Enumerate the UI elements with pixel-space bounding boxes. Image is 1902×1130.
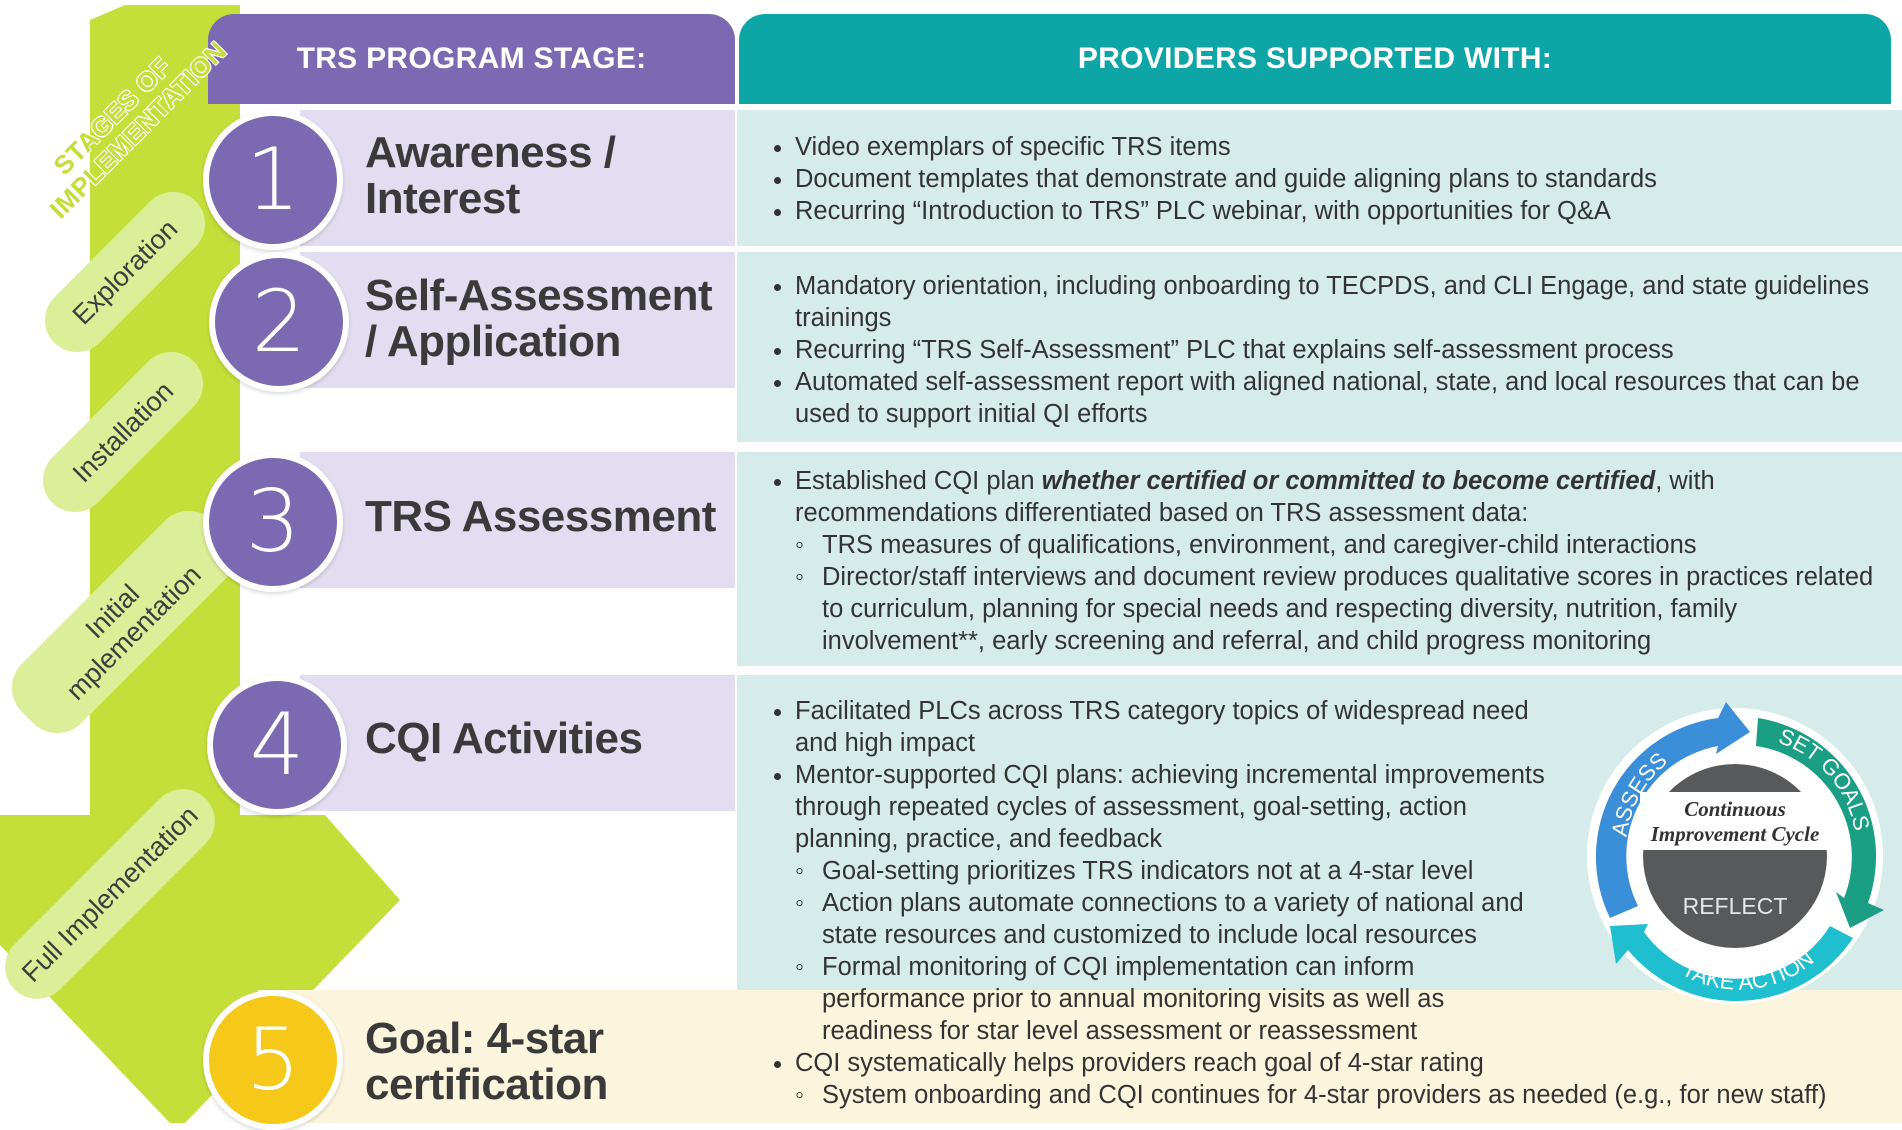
stage-title-5: Goal: 4-star certification xyxy=(365,1014,608,1109)
list-item: Mandatory orientation, including onboard… xyxy=(795,270,1875,334)
stage-number-2: 2 xyxy=(209,252,349,392)
support-list-5: CQI systematically helps providers reach… xyxy=(755,1047,1895,1111)
stage-band-4 xyxy=(300,675,735,811)
cycle-title-band xyxy=(1640,792,1830,850)
support-list-3: Established CQI plan whether certified o… xyxy=(755,465,1875,657)
stage-title-3: TRS Assessment xyxy=(365,492,716,541)
stage-band-1 xyxy=(300,110,735,246)
sub-list-item: Goal-setting prioritizes TRS indicators … xyxy=(795,855,1545,887)
support-list-1: Video exemplars of specific TRS items Do… xyxy=(755,131,1875,227)
stage-number-1: 1 xyxy=(203,110,343,250)
stage-title-4: CQI Activities xyxy=(365,714,643,763)
stage-number-3: 3 xyxy=(203,452,343,592)
list-item: CQI systematically helps providers reach… xyxy=(795,1047,1895,1111)
sub-list-item: TRS measures of qualifications, environm… xyxy=(795,529,1875,561)
stage-number-5: 5 xyxy=(203,990,343,1130)
cycle-title-line1: Continuous xyxy=(1684,797,1786,821)
stage-title-2: Self-Assessment / Application xyxy=(365,271,713,366)
sub-list-item: Action plans automate connections to a v… xyxy=(795,887,1545,951)
stage-band-3 xyxy=(300,452,735,588)
set-goals-segment xyxy=(1756,718,1884,928)
assess-segment xyxy=(1595,702,1750,918)
continuous-improvement-cycle: Continuous Improvement Cycle REFLECT ASS… xyxy=(1587,702,1884,1004)
sub-list-item: Formal monitoring of CQI implementation … xyxy=(795,951,1545,1047)
support-list-4: Facilitated PLCs across TRS category top… xyxy=(755,695,1545,1047)
sub-list-item: System onboarding and CQI continues for … xyxy=(795,1079,1895,1111)
cycle-title-line2: Improvement Cycle xyxy=(1650,822,1820,846)
list-item: Established CQI plan whether certified o… xyxy=(795,465,1875,657)
list-item: Automated self-assessment report with al… xyxy=(795,366,1875,430)
stage-band-2 xyxy=(300,252,735,388)
list-item: Video exemplars of specific TRS items xyxy=(795,131,1875,163)
stage-number-4: 4 xyxy=(207,675,347,815)
header-trs-program-stage: TRS PROGRAM STAGE: xyxy=(208,14,735,104)
list-item: Mentor-supported CQI plans: achieving in… xyxy=(795,759,1545,1047)
list-item: Document templates that demonstrate and … xyxy=(795,163,1875,195)
list-item: Recurring “Introduction to TRS” PLC webi… xyxy=(795,195,1875,227)
list-item: Recurring “TRS Self-Assessment” PLC that… xyxy=(795,334,1875,366)
sub-list-item: Director/staff interviews and document r… xyxy=(795,561,1875,657)
header-providers-supported: PROVIDERS SUPPORTED WITH: xyxy=(739,14,1891,104)
reflect-label: REFLECT xyxy=(1683,893,1788,919)
stage-title-1: Awareness / Interest xyxy=(365,128,616,223)
support-band-2 xyxy=(737,252,1902,442)
support-band-1 xyxy=(737,110,1902,246)
reflect-disk xyxy=(1643,764,1827,948)
take-action-segment xyxy=(1610,924,1853,1002)
support-list-2: Mandatory orientation, including onboard… xyxy=(755,270,1875,430)
list-item: Facilitated PLCs across TRS category top… xyxy=(795,695,1545,759)
